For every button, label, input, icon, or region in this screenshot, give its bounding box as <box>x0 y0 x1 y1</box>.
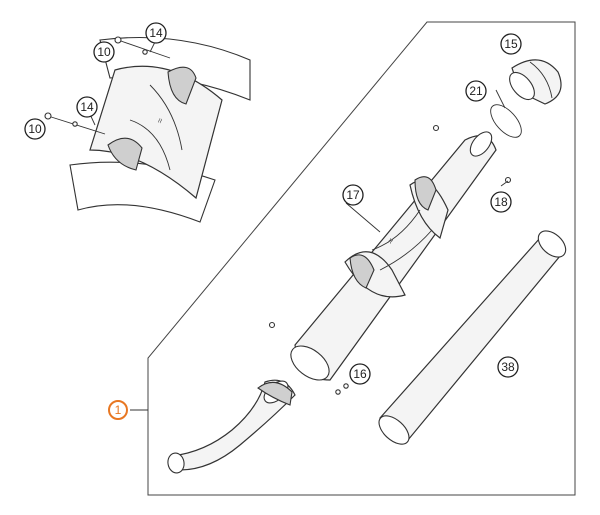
silencer-brand-mark: ≈ <box>385 236 398 247</box>
callout-14-middle: 14 <box>76 96 98 118</box>
callout-15: 15 <box>500 33 522 55</box>
svg-text:21: 21 <box>469 84 483 98</box>
callout-18: 18 <box>490 191 512 213</box>
inset-brand-mark: ≈ <box>154 117 165 125</box>
callout-1: 1 <box>108 400 128 420</box>
callout-16: 16 <box>349 363 371 385</box>
callout-10-middle: 10 <box>24 118 46 140</box>
screw-16a <box>343 383 349 389</box>
svg-text:1: 1 <box>115 403 122 417</box>
svg-text:17: 17 <box>346 188 360 202</box>
svg-text:10: 10 <box>97 45 111 59</box>
callout-21: 21 <box>465 80 487 102</box>
screw-16b <box>335 389 341 395</box>
end-cap <box>509 59 562 105</box>
svg-text:14: 14 <box>80 100 94 114</box>
bend-pipe <box>167 379 296 474</box>
svg-text:14: 14 <box>149 26 163 40</box>
clamp-detail-inset: ≈ <box>44 36 251 223</box>
callout-10-top: 10 <box>93 41 115 63</box>
svg-text:15: 15 <box>504 37 518 51</box>
svg-text:16: 16 <box>353 367 367 381</box>
damping-tube <box>378 230 567 445</box>
callout-38: 38 <box>497 356 519 378</box>
callout-17: 17 <box>342 184 364 206</box>
silencer-body: ≈ <box>268 124 512 381</box>
seal-ring <box>490 104 522 138</box>
callout-14-top: 14 <box>145 22 167 44</box>
assembly-frame <box>147 21 576 496</box>
svg-text:10: 10 <box>28 122 42 136</box>
svg-text:18: 18 <box>494 195 508 209</box>
svg-text:38: 38 <box>501 360 515 374</box>
